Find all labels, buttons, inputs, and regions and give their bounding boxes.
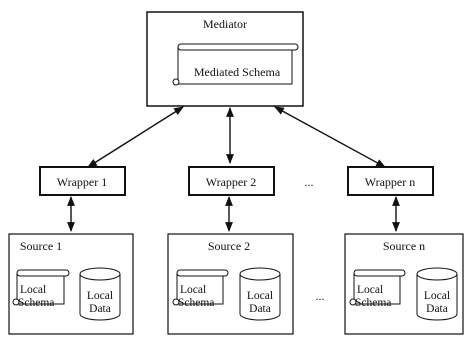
mediator-box: Mediator Mediated Schema: [146, 11, 304, 107]
svg-text:Wrapper 1: Wrapper 1: [57, 175, 108, 189]
local-schema-scroll-icon: [172, 269, 229, 306]
wrapper-n: Wrapper n: [347, 166, 434, 196]
local-schema-scroll-icon: [12, 269, 70, 306]
mediated-schema-label: Mediated Schema: [194, 65, 281, 79]
svg-text:Data: Data: [426, 303, 448, 315]
svg-text:Data: Data: [249, 303, 271, 315]
svg-text:Local: Local: [180, 284, 206, 296]
mediator-title: Mediator: [203, 17, 247, 31]
svg-text:Local: Local: [247, 290, 273, 302]
source-1: Source 1 Local Schema Local Data: [8, 233, 134, 335]
svg-text:Local: Local: [424, 290, 450, 302]
svg-text:Source 1: Source 1: [20, 239, 62, 253]
svg-text:Schema: Schema: [355, 297, 391, 309]
source-2: Source 2 Local Schema Local Data: [167, 233, 294, 335]
svg-text:Source n: Source n: [383, 239, 425, 253]
svg-text:Wrapper n: Wrapper n: [365, 175, 416, 189]
svg-text:Wrapper 2: Wrapper 2: [206, 175, 257, 189]
svg-text:Source 2: Source 2: [208, 239, 250, 253]
svg-text:Schema: Schema: [178, 297, 214, 309]
arrow-mediator-wrapper-1: [87, 106, 184, 168]
local-data-cylinder-icon: [239, 267, 281, 321]
svg-text:Schema: Schema: [18, 297, 54, 309]
arrow-mediator-wrapper-n: [274, 106, 386, 168]
svg-text:Data: Data: [89, 303, 111, 315]
source-n: Source n Local Schema Local Data: [344, 233, 464, 335]
wrapper-1: Wrapper 1: [39, 166, 126, 196]
mediated-schema-scroll-icon: [172, 43, 299, 86]
local-schema-scroll-icon: [349, 269, 406, 306]
wrapper-ellipsis: ...: [305, 175, 314, 189]
wrapper-2: Wrapper 2: [188, 166, 275, 196]
svg-text:Local: Local: [357, 284, 383, 296]
local-data-cylinder-icon: [79, 267, 121, 321]
source-ellipsis: ...: [316, 289, 325, 303]
local-data-cylinder-icon: [416, 267, 458, 321]
svg-text:Local: Local: [20, 284, 46, 296]
svg-text:Local: Local: [87, 290, 113, 302]
